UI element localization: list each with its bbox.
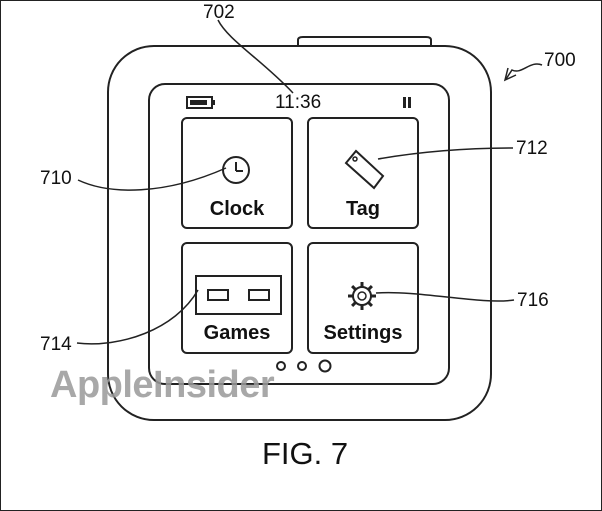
games-icon: [195, 275, 282, 315]
leader-702: [217, 19, 294, 94]
pause-icon: [403, 97, 411, 108]
page-dot-2: [297, 361, 307, 371]
leader-714: [76, 289, 199, 345]
clock-icon: [222, 156, 250, 184]
page-dot-1: [276, 361, 286, 371]
device-bezel: [148, 83, 450, 385]
battery-icon: [186, 96, 215, 109]
leader-710: [77, 167, 227, 191]
tile-games: [181, 242, 293, 354]
ref-700: 700: [544, 50, 576, 71]
tile-clock: [181, 117, 293, 229]
watermark: AppleInsider: [50, 364, 275, 406]
tile-label-tag: Tag: [345, 198, 381, 220]
gear-icon: [348, 282, 376, 310]
device-top-button: [297, 36, 432, 47]
tile-tag: [307, 117, 419, 229]
leader-700: [505, 63, 543, 80]
tile-label-games: Games: [203, 322, 271, 344]
tile-label-clock: Clock: [209, 198, 265, 220]
status-time: 11:36: [275, 92, 322, 113]
ref-712: 712: [516, 138, 548, 159]
leader-700-arrow: [503, 67, 517, 82]
tile-settings: [307, 242, 419, 354]
page-dot-3: [318, 359, 332, 373]
figure-caption: FIG. 7: [262, 436, 349, 471]
ref-716: 716: [517, 290, 549, 311]
ref-710: 710: [40, 168, 72, 189]
device-body: [107, 45, 492, 421]
ref-714: 714: [40, 334, 72, 355]
tag-icon: [344, 149, 385, 190]
ref-702: 702: [203, 2, 235, 23]
tile-label-settings: Settings: [323, 322, 403, 344]
leader-712: [377, 147, 514, 160]
leader-716: [375, 291, 515, 302]
